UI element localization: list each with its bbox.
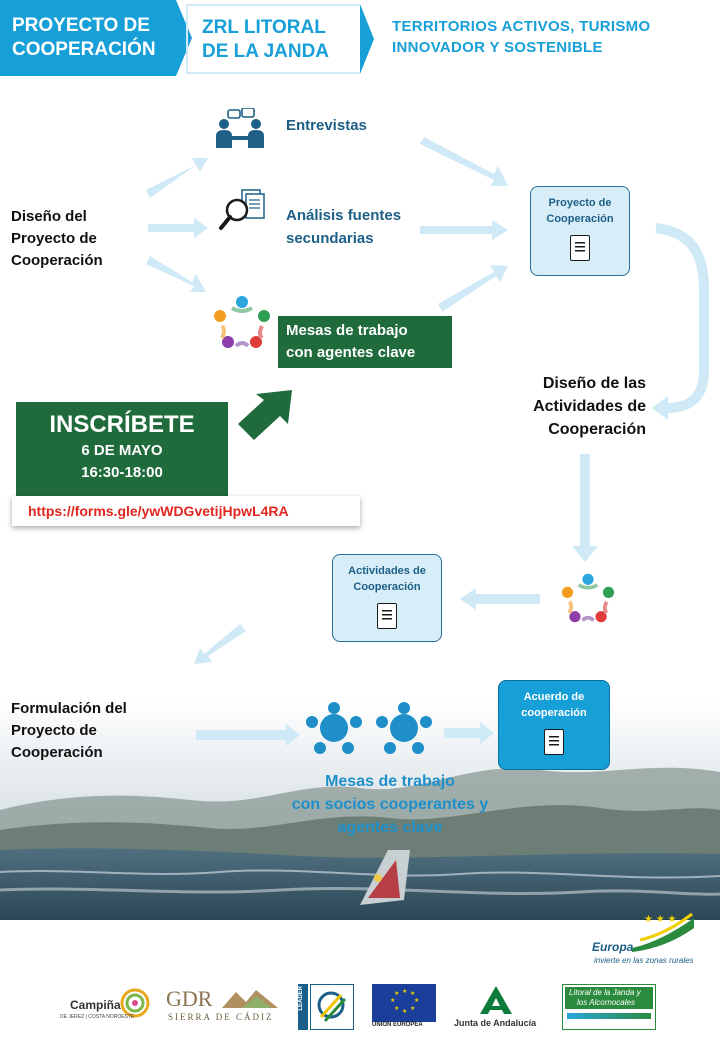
secondary-line2: secundarias (286, 230, 374, 247)
interviews-label: Entrevistas (286, 117, 367, 134)
secondary-analysis-label: Análisis fuentes secundarias (286, 204, 401, 250)
campina-sub: DE JEREZ | COSTA NOROESTE (60, 1014, 135, 1020)
zrl-chevron (360, 4, 374, 74)
banner-chevron (176, 0, 192, 76)
agents-working-tables-box: Mesas de trabajo con agentes clave (278, 316, 452, 368)
register-arrow-icon (234, 388, 296, 440)
svg-text:★: ★ (394, 1005, 399, 1012)
design-line3: Cooperación (11, 252, 103, 269)
svg-text:★: ★ (410, 990, 415, 997)
registration-link[interactable]: https://forms.gle/ywWDGvetijHpwL4RA (12, 496, 360, 526)
svg-text:★: ★ (394, 990, 399, 997)
register-title: INSCRÍBETE (49, 411, 195, 438)
formulation-line2: Proyecto de (11, 722, 97, 739)
document-icon (544, 729, 564, 755)
activities-doc-line2: Cooperación (353, 581, 421, 593)
europa-tagline: invierte en las zonas rurales (594, 956, 694, 965)
activities-design-label: Diseño de las Actividades de Cooperación (500, 372, 646, 441)
project-doc-line2: Cooperación (546, 213, 614, 225)
svg-text:★: ★ (402, 1008, 407, 1015)
litoral-line2: los Alcornocales (577, 998, 635, 1007)
europa-rural-logo: ★ ★ ★ Europa invierte en las zonas rural… (590, 912, 700, 972)
document-icon (570, 235, 590, 261)
tables-line1: Mesas de trabajo (286, 322, 408, 339)
formulation-line3: Cooperación (11, 744, 103, 761)
people-circle-icon-activities (560, 570, 616, 626)
interviews-icon (214, 107, 266, 150)
svg-text:★: ★ (402, 988, 407, 995)
activities-document-card: Actividades de Cooperación (332, 554, 442, 642)
agreement-line1: Acuerdo de (523, 691, 585, 703)
gdr-sub: SIERRA DE CÁDIZ (168, 1012, 274, 1022)
svg-text:★: ★ (410, 1005, 415, 1012)
territory-line2: INNOVADOR Y SOSTENIBLE (392, 39, 603, 56)
svg-text:★ ★ ★: ★ ★ ★ (644, 914, 676, 925)
partners-tables-label: Mesas de trabajo con socios cooperantes … (260, 770, 520, 839)
formulation-line1: Formulación del (11, 700, 127, 717)
agreement-line2: cooperación (521, 707, 587, 719)
activities-design-line3: Cooperación (548, 421, 646, 438)
document-icon (377, 603, 397, 629)
partners-group-icon-1 (304, 700, 364, 756)
leader-logo: LEADER (298, 984, 358, 1030)
partners-line3: agentes clave (337, 819, 443, 836)
europa-swoosh-icon: ★ ★ ★ (632, 912, 694, 952)
campina-name: Campiña (70, 998, 121, 1012)
secondary-line1: Análisis fuentes (286, 207, 402, 224)
junta-andalucia-logo: Junta de Andalucía (450, 984, 550, 1030)
litoral-janda-logo: Litoral de la Janda y los Alcornocales (562, 984, 656, 1030)
leader-word: LEADER (298, 986, 304, 1011)
design-line2: Proyecto de (11, 230, 97, 247)
leader-emblem-icon (317, 991, 347, 1023)
design-stage-label: Diseño del Proyecto de Cooperación (11, 206, 103, 272)
register-banner: INSCRÍBETE 6 DE MAYO 16:30-18:00 (16, 402, 228, 496)
activities-design-line1: Diseño de las (542, 375, 646, 392)
project-doc-line1: Proyecto de (548, 197, 612, 209)
flow-arrows (146, 137, 709, 746)
gdr-sierra-logo: GDR SIERRA DE CÁDIZ (166, 986, 286, 1026)
project-type-line1: PROYECTO DE (12, 15, 150, 36)
activities-doc-line1: Actividades de (348, 565, 426, 577)
formulation-stage-label: Formulación del Proyecto de Cooperación (11, 698, 127, 764)
partners-line2: con socios cooperantes y (291, 796, 489, 813)
eu-name: UNIÓN EUROPEA (372, 1022, 423, 1028)
eu-logo: ★★★ ★★★ ★★ UNIÓN EUROPEA (372, 984, 436, 1030)
partners-line1: Mesas de trabajo (325, 773, 455, 790)
svg-text:★: ★ (414, 997, 419, 1004)
svg-text:★: ★ (390, 997, 395, 1004)
design-line1: Diseño del (11, 208, 87, 225)
zrl-line1: ZRL LITORAL (202, 17, 326, 38)
magnifier-documents-icon (218, 188, 266, 232)
campina-rings-icon (120, 988, 150, 1018)
register-date: 6 DE MAYO (81, 442, 163, 459)
junta-a-icon (480, 986, 512, 1014)
activities-design-line2: Actividades de (533, 398, 646, 415)
project-type-line2: COOPERACIÓN (12, 39, 156, 60)
zrl-line2: DE LA JANDA (202, 41, 330, 62)
register-time: 16:30-18:00 (81, 464, 163, 481)
agreement-document-card: Acuerdo de cooperación (498, 680, 610, 770)
campina-logo: Campiña DE JEREZ | COSTA NOROESTE (60, 988, 156, 1024)
people-circle-icon (212, 294, 272, 350)
territory-title: TERRITORIOS ACTIVOS, TURISMO INNOVADOR Y… (392, 16, 712, 58)
litoral-line1: Litoral de la Janda y (569, 988, 641, 997)
junta-name: Junta de Andalucía (454, 1018, 537, 1028)
project-document-card: Proyecto de Cooperación (530, 186, 630, 276)
project-type-banner: PROYECTO DE COOPERACIÓN (0, 0, 176, 76)
eu-flag-icon: ★★★ ★★★ ★★ (372, 984, 436, 1022)
mountains-icon (222, 990, 278, 1008)
territory-line1: TERRITORIOS ACTIVOS, TURISMO (392, 18, 651, 35)
gdr-name: GDR (166, 986, 213, 1011)
zrl-banner: ZRL LITORAL DE LA JANDA (186, 4, 360, 74)
partners-group-icon-2 (374, 700, 434, 756)
tables-line2: con agentes clave (286, 344, 416, 361)
europa-word: Europa (592, 940, 634, 954)
